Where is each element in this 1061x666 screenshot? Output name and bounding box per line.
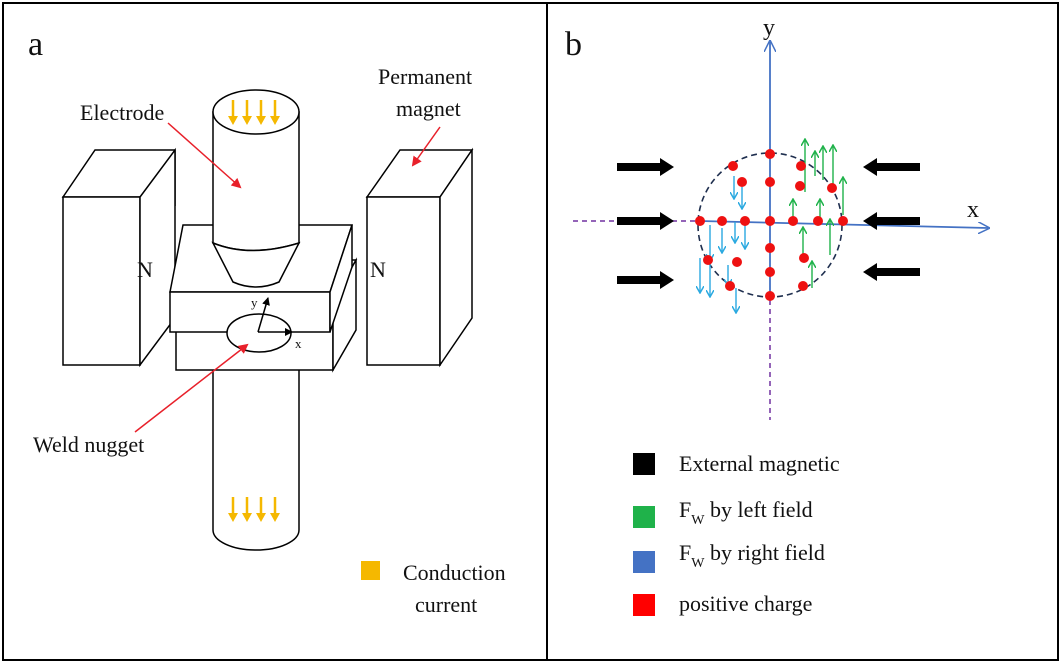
conduction-legend-line2: current [415, 592, 477, 617]
weld-nugget [226, 313, 292, 353]
positive-charges [695, 149, 848, 301]
local-axis-x-label: x [295, 336, 302, 351]
legend-charge-label: positive charge [679, 591, 812, 616]
legend-swatch-charge [633, 594, 655, 616]
right-magnet [365, 147, 474, 368]
conduction-current-swatch [361, 561, 380, 580]
panel-a: a N N [28, 26, 506, 617]
panel-a-letter: a [28, 26, 43, 63]
weld-label: Weld nugget [33, 432, 144, 457]
legend-swatch-left-force [633, 506, 655, 528]
legend-right-force-label: FW by right field [679, 540, 825, 571]
electrode-label: Electrode [80, 100, 164, 125]
left-field-forces [793, 140, 843, 288]
panel-b-legend: External magnetic FW by left field FW by… [633, 451, 840, 616]
left-pole-label: N [137, 257, 153, 282]
electrode-pointer [167, 122, 242, 189]
upper-electrode [211, 89, 301, 288]
conduction-legend-line1: Conduction [403, 560, 506, 585]
left-magnet [61, 147, 176, 368]
right-field-forces [700, 176, 745, 312]
magnet-label-line1: Permanent [378, 64, 472, 89]
right-pole-label: N [370, 257, 386, 282]
panel-b: b y x [565, 15, 988, 616]
panel-b-letter: b [565, 26, 582, 63]
y-axis-label: y [763, 15, 775, 41]
lower-electrode [212, 360, 300, 551]
magnet-label-line2: magnet [396, 96, 461, 121]
x-axis-label: x [967, 197, 979, 223]
legend-left-force-label: FW by left field [679, 497, 813, 528]
local-axes [257, 297, 293, 336]
current-arrows-top [228, 100, 280, 125]
local-axis-y-label: y [251, 295, 258, 310]
weld-pointer [134, 343, 249, 433]
magnet-pointer [411, 126, 441, 167]
legend-external-label: External magnetic [679, 451, 840, 476]
current-arrows-bottom [228, 497, 280, 522]
legend-swatch-right-force [633, 551, 655, 573]
legend-swatch-external [633, 453, 655, 475]
external-field-arrows [617, 158, 920, 289]
